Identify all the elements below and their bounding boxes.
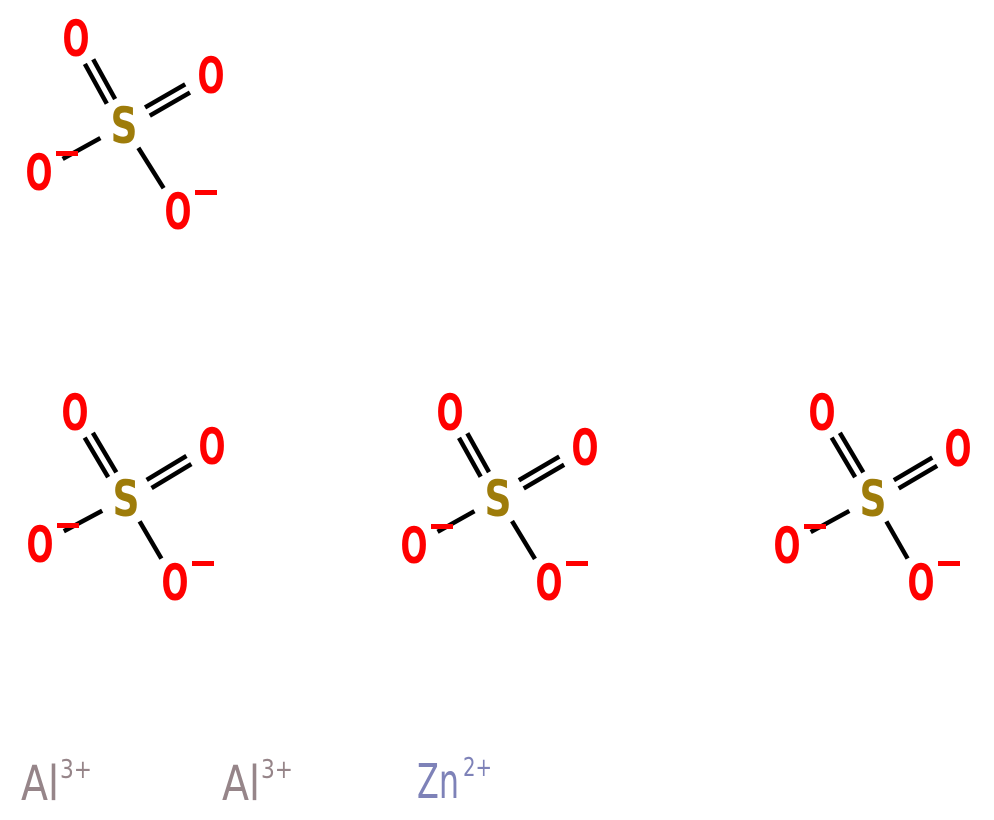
- single-bond: [136, 146, 166, 190]
- double-bond: [82, 436, 111, 479]
- ion-label-Zn: Zn: [417, 754, 459, 810]
- atom-label-O: O: [908, 554, 935, 612]
- atom-label-O: O: [401, 517, 428, 575]
- double-bond: [517, 454, 561, 483]
- atom-label-O: O: [199, 418, 226, 476]
- single-bond: [510, 519, 537, 561]
- double-bond: [829, 436, 858, 479]
- atom-label-O: O: [437, 384, 464, 442]
- double-bond: [82, 62, 109, 105]
- double-bond: [145, 453, 188, 482]
- charge-minus: [431, 524, 453, 529]
- atom-label-O: O: [162, 554, 189, 612]
- single-bond: [884, 520, 910, 560]
- ion-charge-Zn: 2+: [463, 753, 492, 783]
- ion-charge-Al: 3+: [60, 755, 92, 785]
- atom-label-O: O: [572, 419, 599, 477]
- charge-minus: [938, 561, 960, 566]
- charge-minus: [195, 190, 217, 195]
- single-bond: [137, 520, 164, 560]
- atom-label-S: S: [860, 470, 887, 528]
- charge-minus: [57, 523, 79, 528]
- double-bond: [150, 462, 193, 491]
- double-bond: [522, 462, 566, 491]
- charge-minus: [56, 151, 78, 156]
- atom-label-S: S: [111, 97, 138, 155]
- double-bond: [892, 455, 934, 483]
- charge-minus: [804, 524, 826, 529]
- double-bond: [143, 82, 187, 110]
- atom-label-O: O: [809, 384, 836, 442]
- double-bond: [148, 90, 192, 118]
- atom-label-O: O: [536, 554, 563, 612]
- double-bond: [90, 431, 119, 474]
- ion-label-Al: Al: [21, 756, 59, 812]
- double-bond: [837, 431, 866, 474]
- atom-label-O: O: [945, 420, 972, 478]
- charge-minus: [192, 561, 214, 566]
- single-bond: [62, 508, 104, 534]
- double-bond: [91, 58, 118, 101]
- double-bond: [465, 432, 491, 474]
- double-bond: [897, 463, 939, 491]
- atom-label-S: S: [485, 470, 512, 528]
- atom-label-O: O: [165, 183, 192, 241]
- ion-charge-Al: 3+: [261, 755, 293, 785]
- atom-label-O: O: [26, 144, 53, 202]
- ion-label-Al: Al: [222, 756, 260, 812]
- atom-label-S: S: [113, 470, 140, 528]
- atom-label-O: O: [63, 10, 90, 68]
- charge-minus: [566, 561, 588, 566]
- atom-label-O: O: [774, 517, 801, 575]
- atom-label-O: O: [62, 384, 89, 442]
- double-bond: [457, 436, 483, 478]
- atom-label-O: O: [27, 516, 54, 574]
- atom-label-O: O: [198, 47, 225, 105]
